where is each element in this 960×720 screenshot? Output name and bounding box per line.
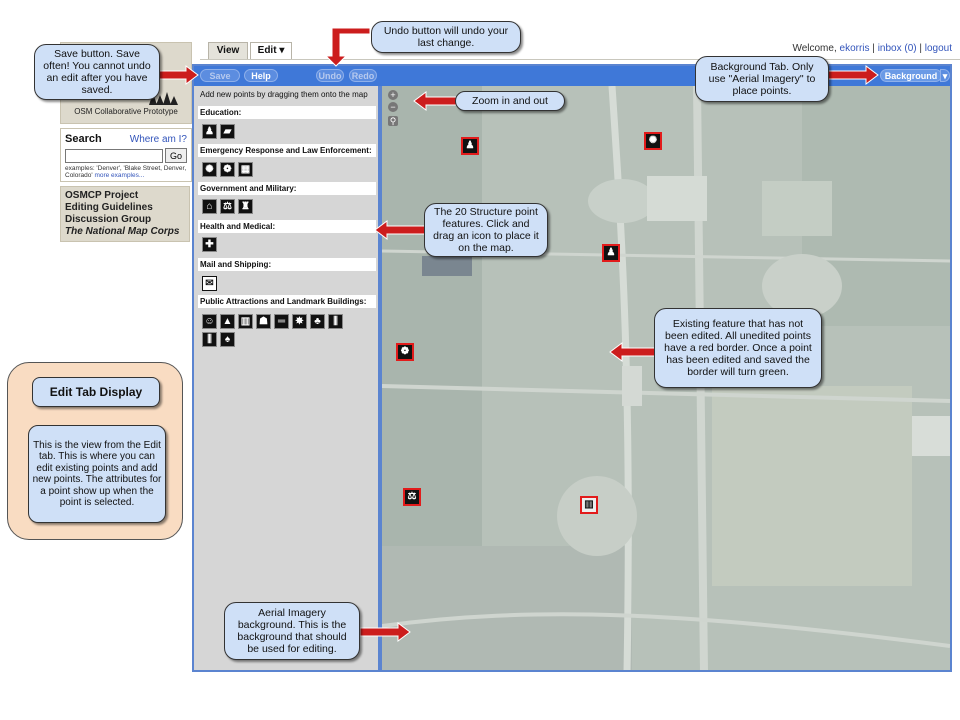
panel-description: This is the view from the Edit tab. This… <box>28 425 166 523</box>
theater-icon[interactable]: ☺ <box>202 314 217 329</box>
tree-icon[interactable]: ♠ <box>220 332 235 347</box>
bridge-icon[interactable]: ═ <box>274 314 289 329</box>
logout-link[interactable]: logout <box>924 43 952 54</box>
undo-button[interactable]: Undo <box>316 69 344 82</box>
search-examples-text: examples: 'Denver', 'Blake Street, Denve… <box>65 165 187 179</box>
map-marker-ambulance[interactable]: ✺ <box>644 132 662 150</box>
discussion-link[interactable]: Discussion Group <box>65 214 152 225</box>
section-public-attractions: Public Attractions and Landmark Building… <box>198 295 376 308</box>
zoom-callout: Zoom in and out <box>455 91 565 111</box>
section-education: Education: <box>198 106 376 119</box>
campground-icon[interactable]: ▲ <box>220 314 235 329</box>
section-health: Health and Medical: <box>198 220 376 233</box>
zoom-out-button[interactable]: − <box>388 102 398 112</box>
guidelines-link[interactable]: Editing Guidelines <box>65 202 153 213</box>
undo-arrow <box>324 27 371 67</box>
section-emergency: Emergency Response and Law Enforcement: <box>198 144 376 157</box>
courthouse-icon[interactable]: ⚖ <box>220 199 235 214</box>
background-dropdown-button[interactable]: ▾ <box>940 69 950 82</box>
existing-arrow <box>609 342 656 362</box>
map-marker-fire-station[interactable]: ❁ <box>396 343 414 361</box>
gym-icon[interactable]: ✸ <box>292 314 307 329</box>
panel-title: Edit Tab Display <box>32 377 160 407</box>
search-examples: examples: 'Denver', 'Blake Street, Denve… <box>65 165 189 179</box>
zoom-in-button[interactable]: + <box>388 90 398 100</box>
inbox-link[interactable]: inbox (0) <box>877 43 917 54</box>
trees-logo-icon <box>149 92 178 105</box>
where-am-i-link[interactable]: Where am I? <box>129 134 187 145</box>
ambulance-icon[interactable]: ✺ <box>202 162 217 177</box>
username-link[interactable]: ekorris <box>839 43 870 54</box>
features-arrow <box>374 220 426 240</box>
building-icon[interactable]: ⫼ <box>328 314 343 329</box>
tab-view[interactable]: View <box>208 42 248 59</box>
map-marker-library[interactable]: ▥ <box>580 496 598 514</box>
separator: | <box>869 43 878 54</box>
police-icon[interactable]: ▦ <box>238 162 253 177</box>
city-hall-icon[interactable]: ⌂ <box>202 199 217 214</box>
hospital-icon[interactable]: ✚ <box>202 237 217 252</box>
capitol-icon[interactable]: ♜ <box>238 199 253 214</box>
mail-icon[interactable]: ✉ <box>202 276 217 291</box>
national-map-corps-link[interactable]: The National Map Corps <box>65 226 180 237</box>
logo-caption: OSM Collaborative Prototype <box>74 107 178 116</box>
search-panel: Search Where am I? Go examples: 'Denver'… <box>60 128 192 182</box>
help-button[interactable]: Help <box>244 69 278 82</box>
search-title: Search <box>65 133 102 145</box>
monument-icon[interactable]: ⫼ <box>202 332 217 347</box>
college-icon[interactable]: ▰ <box>220 124 235 139</box>
background-callout: Background Tab. Only use "Aerial Imagery… <box>695 56 829 102</box>
aerial-arrow <box>359 622 411 642</box>
feature-palette: Add new points by dragging them onto the… <box>194 86 382 670</box>
fire-station-icon[interactable]: ❁ <box>220 162 235 177</box>
save-callout: Save button. Save often! You cannot undo… <box>34 44 160 100</box>
search-input[interactable] <box>65 149 163 163</box>
edit-tab-display-panel: Edit Tab Display This is the view from t… <box>7 362 183 540</box>
library-icon[interactable]: ▥ <box>238 314 253 329</box>
section-mail: Mail and Shipping: <box>198 258 376 271</box>
landmark-icon[interactable]: ♣ <box>310 314 325 329</box>
zoom-arrow <box>413 91 457 111</box>
undo-callout: Undo button will undo your last change. <box>371 21 521 53</box>
user-bar: Welcome, ekorris | inbox (0) | logout <box>792 43 952 54</box>
save-arrow <box>155 65 199 85</box>
save-button[interactable]: Save <box>200 69 240 82</box>
background-arrow <box>827 65 879 85</box>
map-marker-school[interactable]: ♟ <box>602 244 620 262</box>
aerial-callout: Aerial Imagery background. This is the b… <box>224 602 360 660</box>
zoom-search-icon[interactable]: ⚲ <box>388 116 398 126</box>
more-examples-link[interactable]: more examples... <box>94 172 145 179</box>
school-icon[interactable]: ♟ <box>202 124 217 139</box>
existing-feature-callout: Existing feature that has not been edite… <box>654 308 822 388</box>
welcome-text: Welcome, <box>792 43 837 54</box>
map-marker-school[interactable]: ♟ <box>461 137 479 155</box>
palette-hint: Add new points by dragging them onto the… <box>200 90 368 99</box>
tab-edit[interactable]: Edit ▾ <box>250 42 292 59</box>
section-government: Government and Military: <box>198 182 376 195</box>
features-callout: The 20 Structure point features. Click a… <box>424 203 548 257</box>
background-button[interactable]: Background <box>880 69 942 82</box>
go-button[interactable]: Go <box>165 148 187 163</box>
project-link[interactable]: OSMCP Project <box>65 190 139 201</box>
project-links: OSMCP Project Editing Guidelines Discuss… <box>60 186 190 242</box>
tab-divider <box>200 59 960 60</box>
museum-icon[interactable]: ☗ <box>256 314 271 329</box>
map-marker-courthouse[interactable]: ⚖ <box>403 488 421 506</box>
separator: | <box>916 43 925 54</box>
redo-button[interactable]: Redo <box>349 69 377 82</box>
